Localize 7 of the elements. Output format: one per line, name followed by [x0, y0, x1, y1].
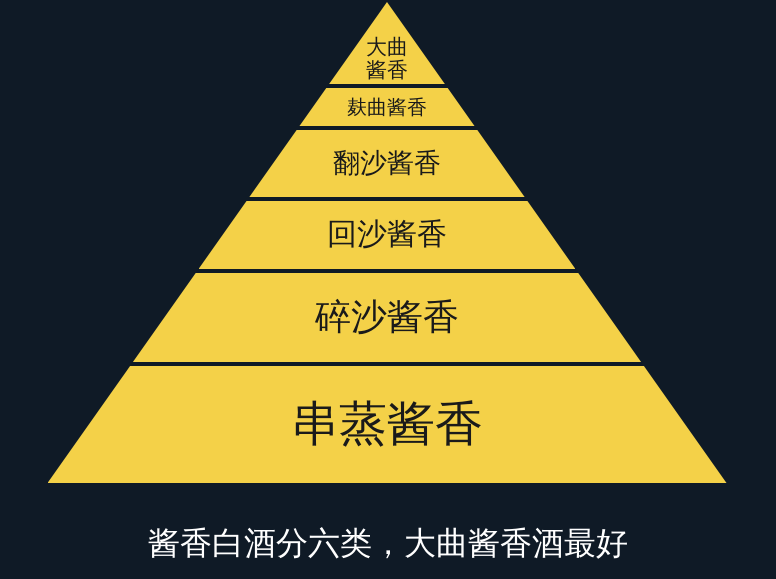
pyramid-tier: 大曲酱香 [329, 2, 445, 84]
pyramid-tier: 翻沙酱香 [249, 130, 525, 197]
pyramid-tier: 串蒸酱香 [48, 366, 726, 483]
caption: 酱香白酒分六类，大曲酱香酒最好 [147, 523, 629, 564]
pyramid-tier: 麸曲酱香 [299, 88, 474, 126]
pyramid-tier: 碎沙酱香 [132, 273, 642, 362]
pyramid-tier: 回沙酱香 [198, 201, 576, 269]
